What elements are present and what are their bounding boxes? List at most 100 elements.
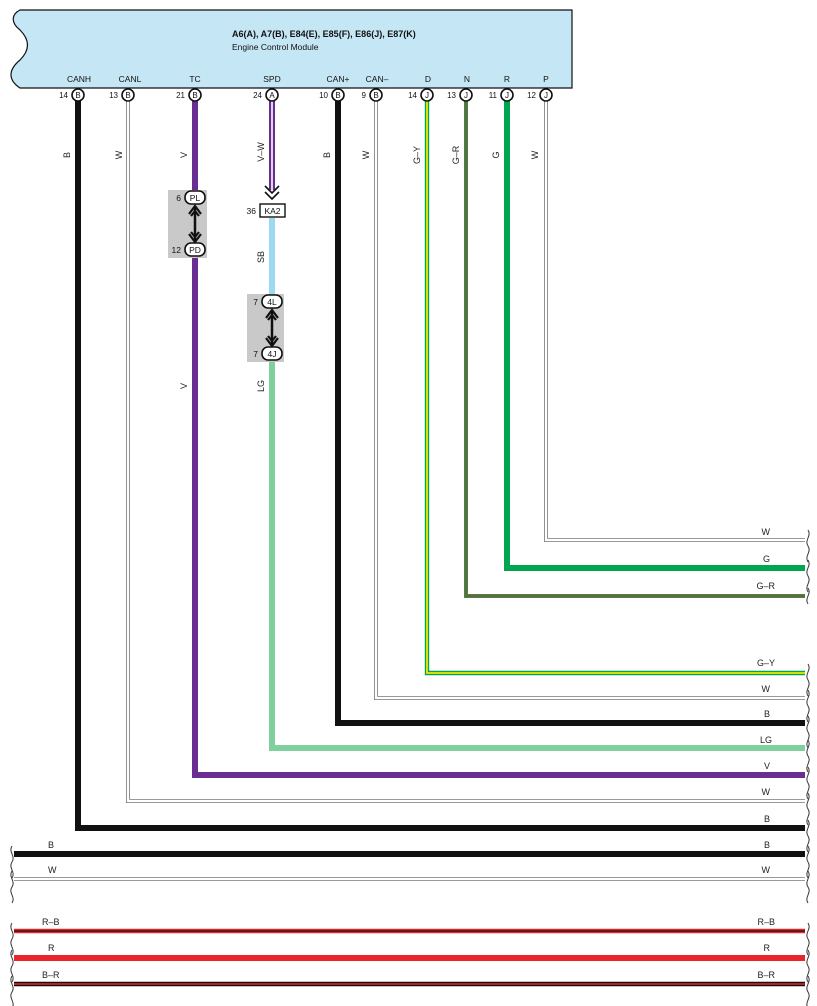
wires: [14, 101, 805, 987]
wire-label-tc-lower: V: [179, 383, 189, 389]
break-mark-right: [806, 559, 810, 593]
connector-code: 4J: [268, 349, 277, 359]
wire-label-spd-mid: SB: [256, 251, 266, 263]
pin-p: 12 J: [527, 88, 553, 102]
right-label: W: [762, 527, 771, 537]
pin-number: 11: [489, 91, 498, 100]
pin-name-r: R: [504, 74, 510, 84]
bottom-label-right: B: [764, 840, 770, 850]
pin-name-can-plus: CAN+: [327, 74, 350, 84]
right-label: B: [764, 709, 770, 719]
break-mark-right: [806, 689, 810, 723]
wire-d-green-yellow: [424, 101, 805, 676]
pin-name-tc: TC: [189, 74, 200, 84]
break-mark-right: [806, 663, 810, 697]
module-title: A6(A), A7(B), E84(E), E85(F), E86(J), E8…: [232, 29, 416, 39]
pin-canl: 13 B: [109, 88, 135, 102]
pin-name-p: P: [543, 74, 549, 84]
break-mark-left: [10, 870, 14, 904]
junction-box: [259, 203, 286, 218]
pin-number: 21: [176, 91, 185, 100]
connector-code: PL: [190, 193, 201, 203]
wire-n-green-red: [464, 101, 805, 598]
connector-number: 12: [172, 245, 182, 255]
wire-label-can-minus: W: [361, 150, 371, 159]
pin-n: 13 J: [447, 88, 473, 102]
module-subtitle: Engine Control Module: [232, 42, 319, 52]
pin-connector: J: [464, 91, 468, 100]
chevron-down-icon: [188, 231, 202, 244]
wire-label-can-plus: B: [322, 152, 332, 158]
connector-number: 6: [176, 193, 181, 203]
pin-connector: B: [75, 91, 80, 100]
wire-p-white: [544, 101, 805, 542]
pin-connector: B: [125, 91, 130, 100]
break-mark-right: [806, 587, 810, 605]
pin-number: 24: [253, 91, 262, 100]
pin-number: 10: [319, 91, 328, 100]
bottom-wire-labels: B B W W R–B R–B R R B–R B–R: [42, 840, 775, 980]
wire-tc-violet-lower: [192, 256, 805, 778]
pin-spd: 24 A: [253, 88, 279, 102]
break-mark-right: [806, 819, 810, 853]
pin-connector: B: [373, 91, 378, 100]
break-mark-right: [806, 949, 810, 983]
wire-can-minus-white: [374, 101, 805, 700]
wire-label-n: G–R: [451, 145, 461, 164]
engine-control-module: A6(A), A7(B), E84(E), E85(F), E86(J), E8…: [10, 9, 573, 89]
pin-r: 11 J: [489, 88, 514, 102]
junction-number: 36: [247, 206, 257, 216]
break-mark-right: [806, 975, 810, 1006]
bottom-label-left: R–B: [42, 917, 60, 927]
pin-number: 14: [408, 91, 417, 100]
pin-name-canh: CANH: [67, 74, 91, 84]
break-mark-right: [806, 529, 810, 563]
junction-ka2: KA2 36: [247, 185, 286, 218]
connector-code: 4L: [267, 297, 277, 307]
chevron-down-icon: [265, 335, 279, 348]
pin-name-can-minus: CAN–: [366, 74, 389, 84]
wire-label-canh: B: [62, 152, 72, 158]
bottom-label-right: R–B: [757, 917, 775, 927]
pin-can-minus: 9 B: [362, 88, 383, 102]
connector-4l-4j: 4L 7 4J 7: [247, 294, 284, 362]
break-mark-right: [806, 739, 810, 773]
pin-d: 14 J: [408, 88, 434, 102]
right-label: W: [762, 787, 771, 797]
bottom-label-right: R: [764, 943, 771, 953]
right-label: G: [763, 554, 770, 564]
pin-tc: 21 B: [176, 88, 202, 102]
pin-connector: J: [544, 91, 548, 100]
wire-can-plus-black: [335, 101, 805, 726]
wire-label-r: G: [491, 151, 501, 158]
wire-label-d: G–Y: [412, 146, 422, 164]
chevron-down-icon: [264, 185, 280, 201]
break-mark-left: [10, 949, 14, 983]
pin-number: 13: [109, 91, 118, 100]
bottom-label-left: R: [48, 943, 55, 953]
pin-names: CANH CANL TC SPD CAN+ CAN– D N R P: [67, 74, 549, 84]
pin-connector: B: [192, 91, 197, 100]
wire-canh-black: [75, 101, 805, 831]
connector-number: 7: [253, 349, 258, 359]
break-mark-right: [806, 715, 810, 749]
chevron-up-icon: [265, 308, 279, 321]
wire-canl-white: [126, 101, 805, 803]
pin-name-spd: SPD: [263, 74, 280, 84]
pin-connector: A: [269, 91, 275, 100]
break-marks: [10, 529, 810, 1006]
break-mark-left: [10, 922, 14, 956]
wire-label-canl: W: [114, 150, 124, 159]
break-mark-right: [806, 845, 810, 879]
bottom-label-right: B–R: [757, 970, 775, 980]
break-mark-left: [10, 845, 14, 879]
wire-label-spd: V–W: [256, 142, 266, 162]
pin-name-canl: CANL: [119, 74, 142, 84]
pin-canh: 14 B: [59, 88, 85, 102]
break-mark-right: [806, 766, 810, 800]
wire-spd-light-green: [269, 360, 805, 751]
right-label: B: [764, 814, 770, 824]
module-box: [10, 9, 573, 89]
pin-number: 13: [447, 91, 456, 100]
